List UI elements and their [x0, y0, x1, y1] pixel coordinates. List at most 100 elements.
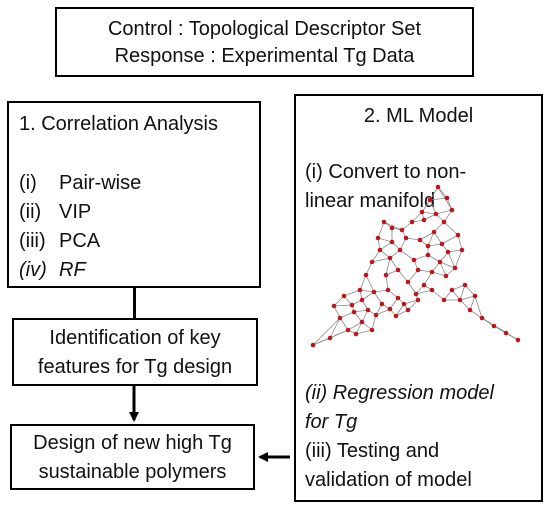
design-box: Design of new high Tg sustainable polyme…: [10, 424, 255, 490]
network-node: [341, 293, 347, 299]
ml-step1-line2: linear manifold: [305, 190, 436, 212]
network-node: [491, 323, 497, 329]
list-item: (iii) PCA: [19, 227, 259, 256]
network-edge: [454, 249, 463, 269]
network-edge: [433, 231, 443, 245]
list-number: (iii): [19, 230, 46, 252]
network-node: [327, 335, 333, 341]
network-node: [405, 307, 411, 313]
list-number: (i): [19, 172, 37, 194]
list-label: Pair-wise: [59, 172, 142, 194]
network-node: [377, 247, 383, 253]
network-node: [479, 315, 485, 321]
network-node: [359, 297, 365, 303]
network-edge: [407, 299, 419, 311]
network-node: [381, 219, 387, 225]
list-item: (iv) RF: [19, 256, 259, 285]
ml-step3: (iii) Testing and validation of model: [305, 437, 472, 495]
identification-line2: features for Tg design: [37, 356, 233, 378]
network-node: [433, 211, 439, 217]
network-edge: [385, 274, 389, 291]
network-edge: [365, 261, 373, 276]
list-item: (i) Pair-wise: [19, 169, 259, 198]
list-number: (iv): [19, 259, 47, 281]
network-node: [387, 306, 393, 312]
network-edge: [385, 257, 391, 276]
network-node: [449, 287, 455, 293]
network-edge: [397, 269, 409, 283]
network-edge: [399, 249, 415, 261]
network-edge: [459, 299, 471, 311]
ml-step3-line1: (iii) Testing and: [305, 440, 440, 462]
network-edge: [431, 271, 447, 277]
network-edge: [333, 295, 345, 307]
network-node: [401, 301, 407, 307]
network-node: [411, 257, 417, 263]
list-item: (ii) VIP: [19, 198, 259, 227]
network-edge: [329, 317, 341, 339]
ml-step1: (i) Convert to non- linear manifold: [305, 158, 466, 216]
network-edge: [447, 249, 463, 253]
network-node: [363, 272, 369, 278]
network-edge: [459, 295, 476, 301]
network-edge: [451, 284, 466, 291]
network-node: [419, 209, 425, 215]
network-edge: [403, 299, 419, 305]
list-label: VIP: [59, 201, 92, 223]
network-edge: [443, 209, 453, 223]
network-node: [369, 327, 375, 333]
control-response-box: Control : Topological Descriptor Set Res…: [55, 7, 474, 77]
network-node: [421, 217, 427, 223]
network-node: [383, 272, 389, 278]
network-node: [353, 331, 359, 337]
network-node: [337, 315, 343, 321]
network-edge: [433, 221, 445, 233]
list-label: RF: [59, 259, 86, 281]
network-edge: [459, 284, 466, 301]
list-label: PCA: [59, 230, 101, 252]
network-edge: [429, 199, 437, 215]
network-node: [389, 239, 395, 245]
network-edge: [469, 295, 476, 311]
network-node: [427, 197, 433, 203]
network-edge: [353, 309, 369, 313]
network-node: [457, 297, 463, 303]
network-edge: [371, 314, 377, 331]
network-edge: [421, 211, 437, 215]
network-node: [397, 247, 403, 253]
network-nodes: [310, 184, 521, 348]
network-edge: [464, 284, 476, 297]
network-node: [385, 287, 391, 293]
network-edge: [481, 317, 519, 341]
ml-step2-line2: for Tg: [305, 411, 358, 433]
network-edge: [443, 221, 459, 236]
network-node: [395, 295, 401, 301]
network-edge: [423, 271, 433, 286]
network-edge: [373, 291, 383, 305]
network-edge: [407, 269, 419, 283]
network-node: [310, 342, 316, 348]
network-node: [399, 227, 405, 233]
network-edge: [429, 186, 439, 201]
identification-box: Identification of key features for Tg de…: [12, 318, 258, 386]
network-node: [439, 241, 445, 247]
network-node: [417, 237, 423, 243]
network-node: [405, 279, 411, 285]
ml-step3-line2: validation of model: [305, 469, 472, 491]
network-edge: [419, 231, 435, 241]
network-edge: [379, 241, 393, 251]
list-number: (ii): [19, 201, 42, 223]
correlation-analysis-box: 1. Correlation Analysis (i) Pair-wise (i…: [7, 101, 261, 288]
network-node: [441, 219, 447, 225]
correlation-title: 1. Correlation Analysis: [19, 113, 218, 135]
network-edge: [333, 304, 353, 307]
network-node: [351, 309, 357, 315]
network-edge: [447, 251, 456, 269]
network-edge: [413, 254, 429, 261]
network-edge: [439, 261, 456, 269]
network-node: [435, 184, 441, 190]
network-node: [379, 301, 385, 307]
network-edge: [389, 257, 399, 271]
network-edge: [359, 274, 367, 291]
